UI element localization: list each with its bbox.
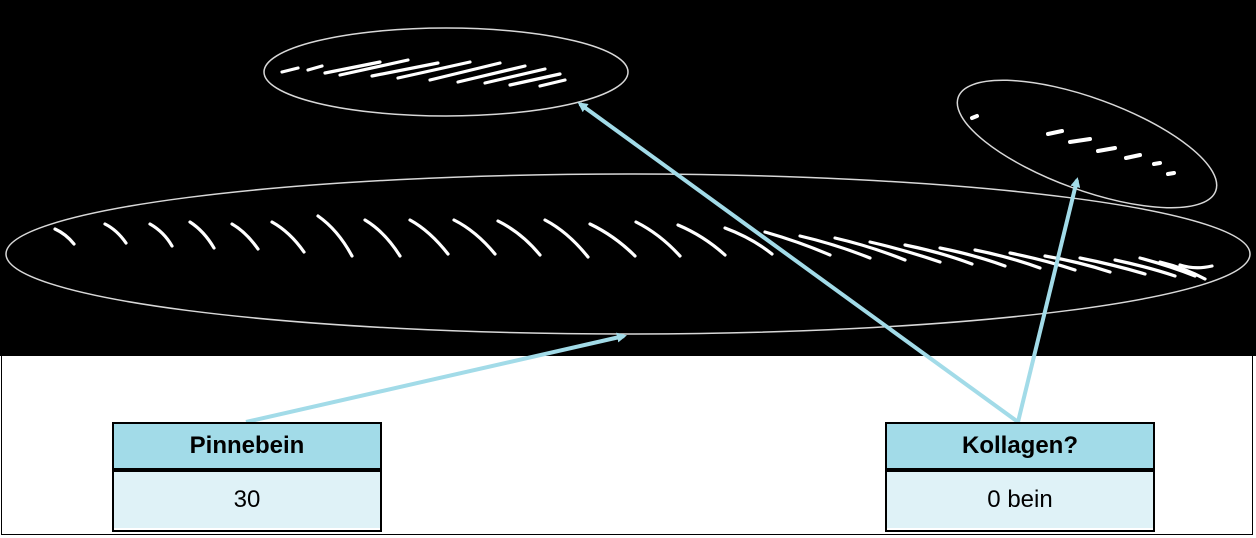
kollagen-value: 0 bein	[887, 472, 1153, 528]
kollagen-box: Kollagen? 0 bein	[885, 422, 1155, 532]
pinnebein-box: Pinnebein 30	[112, 422, 382, 532]
arrow-kollagen-right	[1016, 177, 1081, 423]
pinnebein-value: 30	[114, 472, 380, 528]
kollagen-header: Kollagen?	[887, 424, 1153, 472]
specimen-image	[0, 0, 1256, 356]
pin-bone-row	[53, 214, 1214, 281]
arrow-kollagen-top	[577, 102, 1020, 424]
bone-cluster-right	[970, 114, 1176, 176]
arrow-pinnebein	[245, 332, 627, 424]
pinnebein-header: Pinnebein	[114, 424, 380, 472]
ellipse-main	[5, 173, 1251, 335]
ellipse-top	[263, 27, 629, 117]
bone-cluster-top	[280, 58, 567, 88]
